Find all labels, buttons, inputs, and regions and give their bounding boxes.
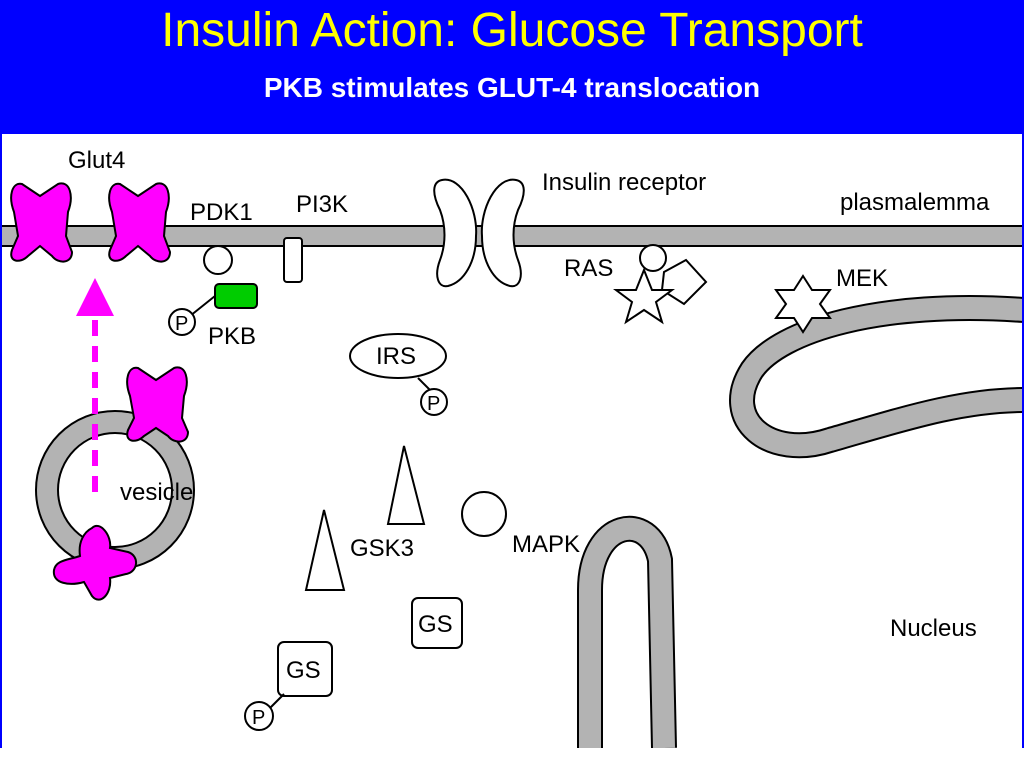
gsk3-triangle — [304, 509, 346, 591]
label-irs: IRS — [376, 343, 416, 370]
label-pkb: PKB — [208, 323, 256, 350]
slide-header: Insulin Action: Glucose Transport PKB st… — [0, 0, 1024, 132]
mapk-shape — [461, 491, 507, 537]
pdk1-shape — [203, 245, 233, 275]
label-phospho-irs: P — [427, 393, 440, 415]
ras-shape — [639, 244, 667, 272]
slide-subtitle: PKB stimulates GLUT-4 translocation — [263, 72, 761, 103]
phospho-pkb-circle — [168, 308, 196, 336]
slide-footer-band — [0, 748, 1024, 768]
label-vesicle: vesicle — [120, 479, 193, 506]
label-mapk: MAPK — [512, 531, 580, 558]
label-insulin-receptor: Insulin receptor — [542, 169, 706, 196]
irs-shape — [349, 333, 447, 379]
phospho-irs-circle — [420, 388, 448, 416]
slide-title: Insulin Action: Glucose Transport — [161, 4, 863, 57]
label-gsk3: GSK3 — [350, 535, 414, 562]
label-gs: GS — [418, 611, 453, 638]
ras-star — [613, 267, 675, 325]
glut4-transporter-vesicle — [52, 525, 137, 601]
label-phospho-gs: P — [252, 707, 265, 729]
insulin-receptor — [433, 178, 525, 288]
label-mek: MEK — [836, 265, 888, 292]
label-plasmalemma: plasmalemma — [840, 189, 990, 216]
label-pi3k: PI3K — [296, 191, 348, 218]
label-nucleus: Nucleus — [890, 615, 977, 642]
mek-star — [774, 274, 832, 334]
cell-diagram: Glut4 PDK1 PI3K Insulin receptor plasmal… — [0, 147, 1024, 749]
label-glut4: Glut4 — [68, 147, 125, 174]
diagram-panel: Glut4 PDK1 PI3K Insulin receptor plasmal… — [0, 134, 1024, 749]
ras-pentagon — [660, 258, 708, 306]
label-gs: GS — [286, 657, 321, 684]
phospho-gs-circle — [244, 701, 274, 731]
label-pdk1: PDK1 — [190, 199, 253, 226]
gsk3-triangle — [386, 445, 426, 525]
pkb-shape — [214, 283, 258, 309]
label-ras: RAS — [564, 255, 613, 282]
gs-box — [411, 597, 463, 649]
gs-box — [277, 641, 333, 697]
glut4-transporter-vesicle — [126, 366, 190, 443]
label-phospho-pkb: P — [175, 313, 188, 335]
glut4-transporter — [108, 182, 172, 263]
glut4-transporter — [10, 182, 74, 263]
translocation-arrow — [76, 278, 114, 492]
pi3k-shape — [283, 237, 303, 283]
